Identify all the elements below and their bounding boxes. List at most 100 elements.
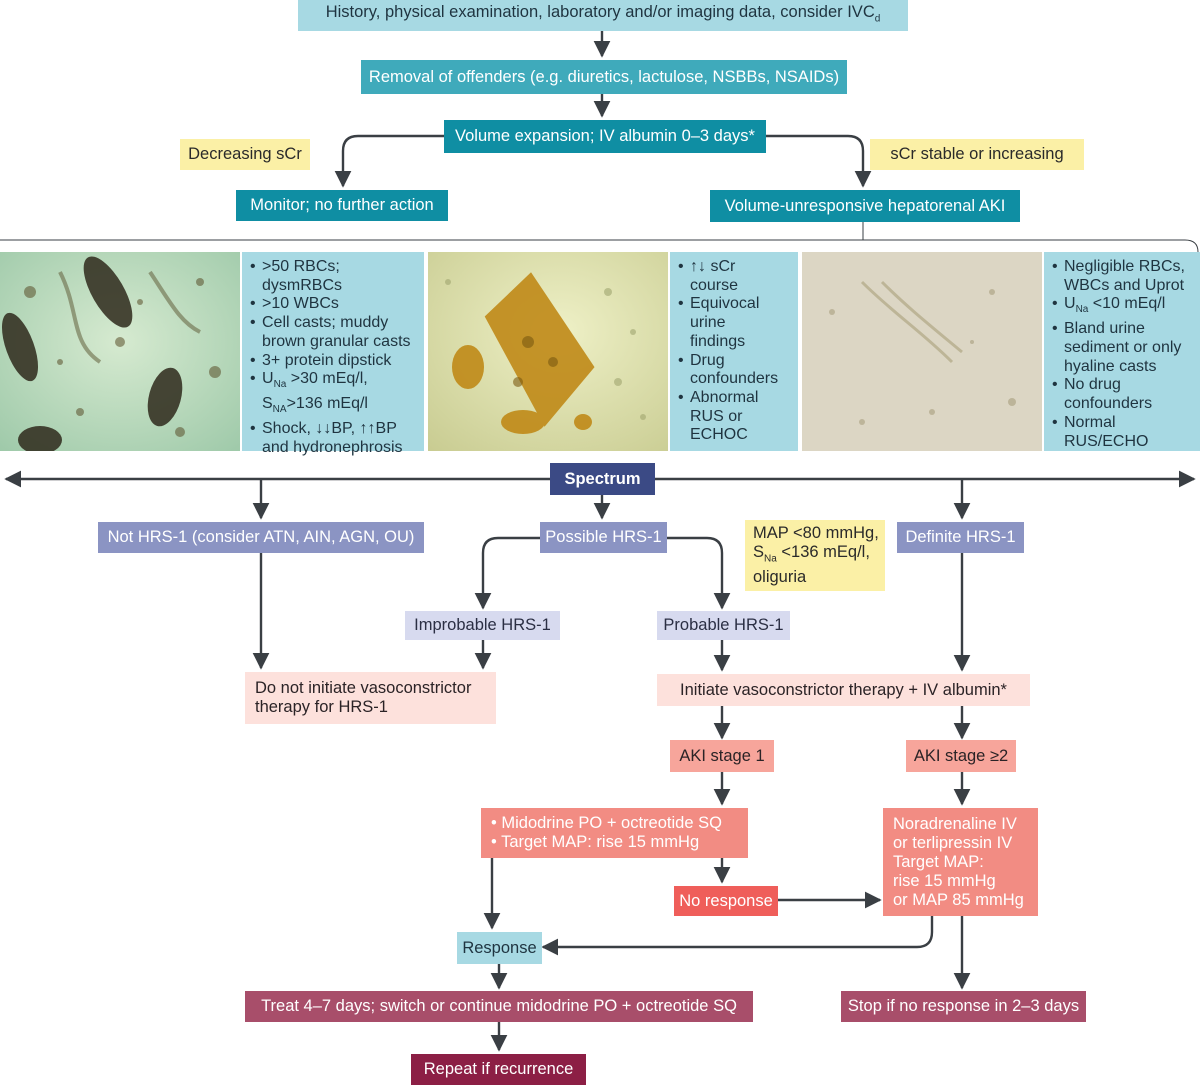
noradrenaline-line-1: Noradrenaline IV [893, 814, 1017, 833]
midodrine-line-1: • Midodrine PO + octreotide SQ [491, 814, 722, 832]
noradrenaline-line-2: or terlipressin IV [893, 833, 1013, 852]
volume-unresponsive-box: Volume-unresponsive hepatorenal AKI [710, 190, 1020, 222]
panel-0-item-1-line-0: >10 WBCs [262, 295, 339, 313]
panel-2-item-1-line-0: UNa <10 mEq/l [1064, 295, 1166, 316]
probable-text: Probable HRS-1 [663, 616, 784, 634]
initiate-therapy-box: Initiate vasoconstrictor therapy + IV al… [657, 674, 1030, 706]
noradrenaline-box: Noradrenaline IV or terlipressin IV Targ… [883, 808, 1038, 916]
response-box: Response [457, 932, 542, 964]
monitor-text: Monitor; no further action [250, 196, 434, 214]
history-text: History, physical examination, laborator… [325, 2, 875, 21]
panel-0-item-0: >50 RBCs;dysmRBCs [250, 258, 420, 295]
panel-0-item-0-line-0: >50 RBCs; [262, 258, 340, 275]
panel-2-item-4-line-0: Normal [1064, 413, 1116, 431]
decreasing-scr-note: Decreasing sCr [180, 139, 310, 170]
panel-2-item-1: UNa <10 mEq/l [1052, 295, 1196, 320]
panel-0-item-4-line-1: SNA>136 mEq/l [262, 395, 368, 416]
panel-0-item-3: 3+ protein dipstick [250, 352, 420, 371]
panel-2-item-2-line-1: sediment or only [1064, 339, 1182, 356]
panel-2-item-0-line-1: WBCs and Uprot [1064, 276, 1185, 294]
initiate-text: Initiate vasoconstrictor therapy + IV al… [680, 680, 1007, 699]
treat-text: Treat 4–7 days; switch or continue midod… [261, 997, 737, 1015]
panel-atn-criteria: >50 RBCs;dysmRBCs>10 WBCsCell casts; mud… [242, 252, 424, 456]
criteria-line-3: oliguria [753, 568, 807, 587]
removal-of-offenders-box: Removal of offenders (e.g. diuretics, la… [361, 60, 847, 94]
aki-stage2-box: AKI stage ≥2 [906, 740, 1016, 772]
criteria-note: MAP <80 mmHg, SNa <136 mEq/l, oliguria [745, 520, 885, 591]
panel-0-item-3-line-0: 3+ protein dipstick [262, 351, 392, 369]
panel-1-item-2-line-0: Drug [690, 351, 725, 369]
panel-1-item-0-line-0: ↑↓ sCr [690, 258, 736, 275]
panel-0-item-1: >10 WBCs [250, 295, 420, 314]
monitor-box: Monitor; no further action [236, 190, 448, 221]
panel-1-item-3-line-1: RUS or [690, 407, 743, 425]
stop-text: Stop if no response in 2–3 days [847, 997, 1080, 1015]
panel-2-item-4-line-1: RUS/ECHO [1064, 432, 1149, 450]
history-box: History, physical examination, laborator… [298, 0, 908, 31]
scr-stable-note: sCr stable or increasing [870, 139, 1084, 170]
panel-1-item-3-line-0: Abnormal [690, 388, 759, 406]
spectrum-label: Spectrum [550, 463, 655, 495]
volume-text: Volume expansion; IV albumin 0–3 days* [455, 127, 755, 145]
improbable-hrs1-box: Improbable HRS-1 [405, 611, 560, 640]
panel-1-item-2-line-1: confounders [690, 370, 779, 388]
removal-text: Removal of offenders (e.g. diuretics, la… [368, 67, 840, 86]
no-response-text: No response [679, 891, 773, 910]
noradrenaline-line-3: Target MAP: [893, 852, 984, 871]
noradrenaline-line-5: or MAP 85 mmHg [893, 890, 1024, 909]
noradrenaline-line-4: rise 15 mmHg [893, 871, 996, 890]
definite-hrs1-box: Definite HRS-1 [897, 522, 1024, 553]
aki2-text: AKI stage ≥2 [913, 746, 1009, 765]
no-response-box: No response [674, 886, 778, 916]
criteria-line-1: MAP <80 mmHg, [753, 523, 879, 542]
response-text: Response [462, 938, 537, 957]
unresponsive-text: Volume-unresponsive hepatorenal AKI [724, 196, 1006, 215]
midodrine-line-2: • Target MAP: rise 15 mmHg [491, 833, 700, 851]
panel-2-item-3-line-0: No drug [1064, 376, 1121, 394]
panel-2-item-0: Negligible RBCs,WBCs and Uprot [1052, 258, 1196, 295]
panel-0-item-5-line-0: Shock, ↓↓BP, ↑↑BP [262, 420, 397, 437]
urine-sediment-photo-equivocal [428, 252, 668, 451]
panel-1-item-3-line-2: ECHOC [690, 426, 748, 444]
repeat-box: Repeat if recurrence [411, 1054, 586, 1085]
panel-0-item-4: UNa >30 mEq/l, SNA>136 mEq/l [250, 370, 420, 420]
repeat-text: Repeat if recurrence [423, 1060, 574, 1078]
improbable-text: Improbable HRS-1 [414, 616, 551, 634]
panel-2-item-2-line-2: hyaline casts [1064, 357, 1157, 375]
do-not-initiate-box: Do not initiate vasoconstrictor therapy … [245, 672, 496, 724]
midodrine-box: • Midodrine PO + octreotide SQ • Target … [481, 808, 748, 858]
panel-1-item-0-line-1: course [690, 276, 739, 294]
panel-1-item-1-line-1: urine [690, 314, 726, 332]
possible-hrs1-box: Possible HRS-1 [540, 522, 667, 553]
panel-0-item-2-line-1: brown granular casts [262, 332, 411, 350]
stop-box: Stop if no response in 2–3 days [841, 991, 1086, 1022]
panel-1-item-1-line-0: Equivocal [690, 295, 760, 313]
panel-2-item-0-line-0: Negligible RBCs, [1064, 258, 1185, 275]
panel-0-item-4-line-0: UNa >30 mEq/l, [262, 370, 368, 391]
spectrum-text: Spectrum [564, 469, 641, 488]
not-hrs1-text: Not HRS-1 (consider ATN, AIN, AGN, OU) [107, 528, 415, 546]
stable-text: sCr stable or increasing [890, 145, 1064, 163]
definite-hrs1-text: Definite HRS-1 [905, 528, 1016, 546]
panel-0-item-0-line-1: dysmRBCs [262, 276, 343, 294]
possible-hrs1-text: Possible HRS-1 [545, 528, 662, 546]
panel-2-item-3-line-1: confounders [1064, 395, 1153, 413]
panel-1-item-1-line-2: findings [690, 332, 746, 350]
do-not-line-1: Do not initiate vasoconstrictor [255, 679, 472, 697]
panel-0-item-2-line-0: Cell casts; muddy [262, 314, 389, 332]
panel-0-item-5-line-1: and hydronephrosis [262, 438, 403, 456]
panel-equivocal-criteria: ↑↓ sCrcourseEquivocalurinefindingsDrugco… [670, 252, 798, 451]
probable-hrs1-box: Probable HRS-1 [657, 611, 790, 640]
urine-sediment-photo-bland [802, 252, 1042, 451]
decreasing-text: Decreasing sCr [188, 145, 302, 163]
criteria-line-2: SNa <136 mEq/l, [753, 542, 870, 565]
history-subscript: d [874, 13, 881, 25]
